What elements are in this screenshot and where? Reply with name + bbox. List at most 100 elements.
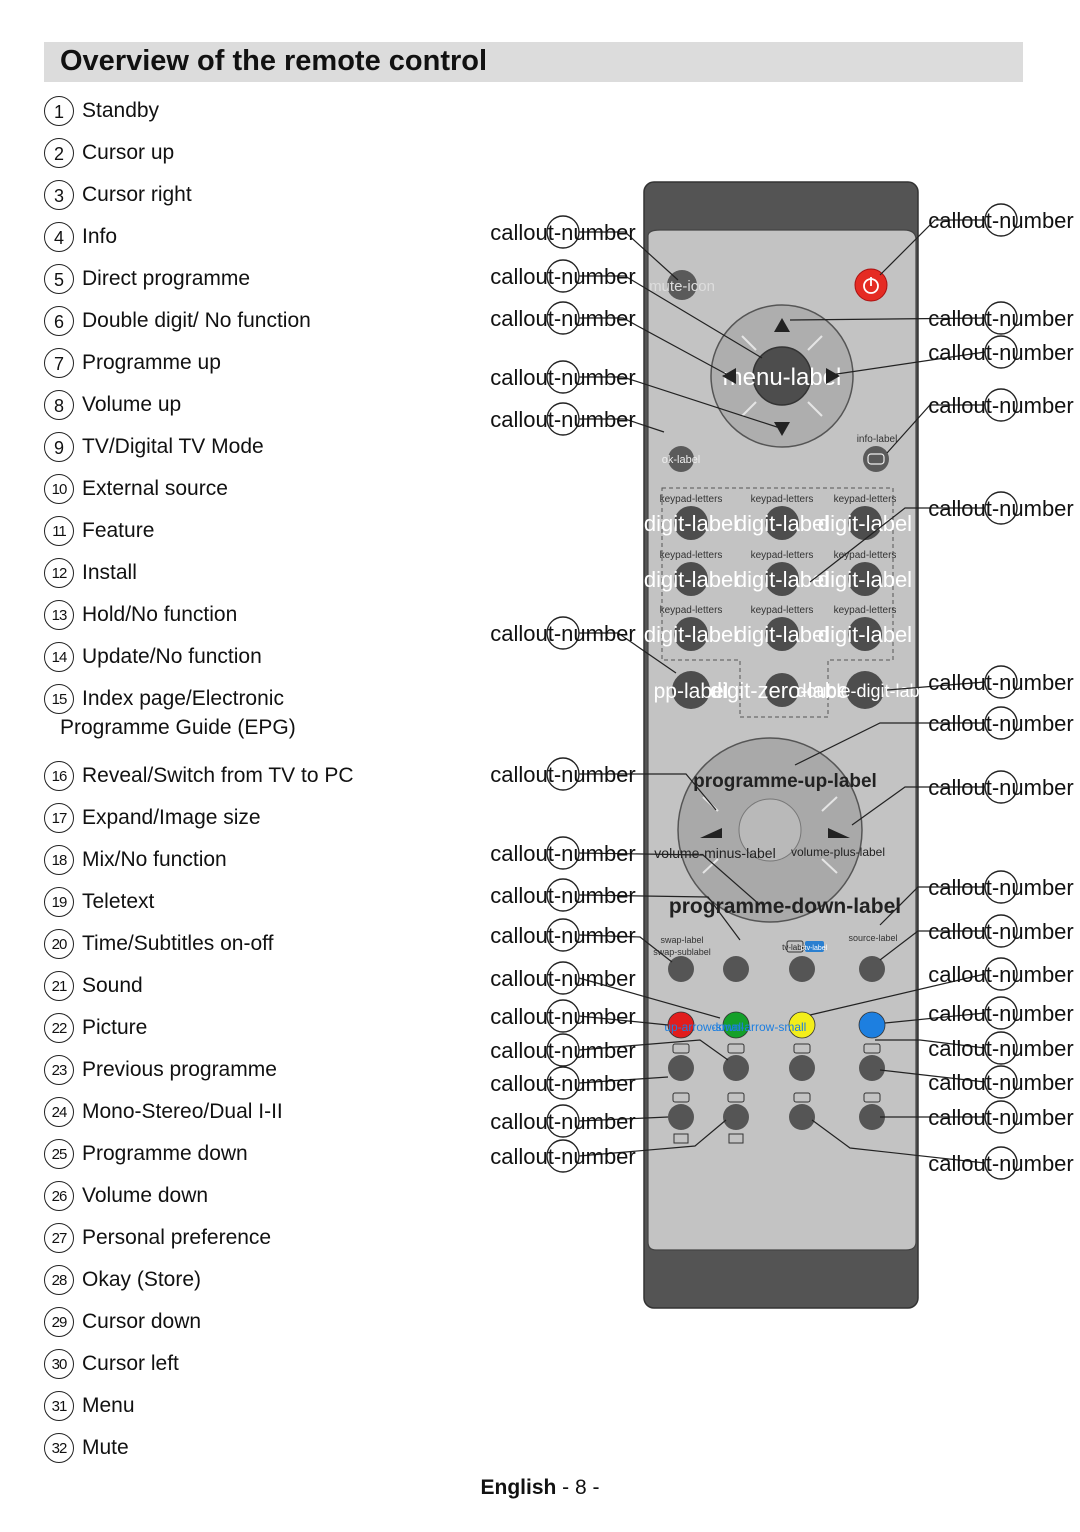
GHI: keypad-letters (834, 494, 897, 505)
STU: keypad-letters (660, 605, 723, 616)
30: callout-number (490, 306, 636, 331)
callout-leader (578, 894, 741, 941)
legend-label: Double digit/ No function (82, 309, 311, 332)
callout-circle (546, 215, 580, 249)
0: digit-zero-label (710, 678, 854, 703)
callout-leader (811, 1119, 986, 1164)
12: callout-number (928, 1001, 1074, 1026)
digit-button (765, 506, 799, 540)
6: callout-number (928, 670, 1074, 695)
legend-number-badge: 22 (44, 1013, 74, 1043)
callout-leader (578, 1119, 727, 1157)
legend-number-badge: 19 (44, 887, 74, 917)
9: callout-number (928, 875, 1074, 900)
24: callout-number (490, 883, 636, 908)
function-button (723, 956, 749, 982)
ok-button (668, 446, 694, 472)
5: callout-number (928, 496, 1074, 521)
+: volume-plus-label (791, 845, 885, 859)
nav-ring-divider (807, 335, 823, 351)
legend-label: Picture (82, 1016, 148, 1039)
2: callout-number (928, 306, 1074, 331)
callout-circle (546, 259, 580, 293)
callout-leader (578, 977, 721, 1019)
teletext-button (789, 1104, 815, 1130)
legend-label: Mono-Stereo/Dual I-II (82, 1100, 283, 1123)
legend-number-badge: 14 (44, 642, 74, 672)
DTV: dtv-label (801, 945, 828, 952)
wheel-center (738, 798, 802, 862)
callout-leader (851, 786, 985, 826)
callout-leader (884, 1012, 986, 1024)
digit-button (765, 562, 799, 596)
9: digit-label (818, 622, 912, 647)
info-button (863, 446, 889, 472)
menu-button (752, 346, 812, 406)
▲: up-arrow-small (664, 1020, 743, 1034)
dtv-box (805, 941, 824, 952)
callout-leader (875, 1039, 986, 1049)
callout-circle (546, 1139, 580, 1173)
-/--: double-digit-label (796, 681, 933, 701)
legend-number-badge: 16 (44, 761, 74, 791)
callout-circle (546, 1104, 580, 1138)
callout-leader (879, 886, 985, 926)
legend-number-badge: 12 (44, 558, 74, 588)
teletext-button (723, 1055, 749, 1081)
callout-circle (984, 996, 1018, 1030)
P -: programme-down-label (669, 895, 901, 918)
26: callout-number (490, 762, 636, 787)
callout-leader (579, 275, 763, 359)
teletext-icon (793, 1043, 811, 1054)
1: callout-number (928, 208, 1074, 233)
16: callout-number (928, 1151, 1074, 1176)
digit-button (848, 562, 882, 596)
cursor-left-arrow (722, 368, 736, 384)
legend-number-badge: 21 (44, 971, 74, 1001)
legend-number-badge: 24 (44, 1097, 74, 1127)
M: menu-label (723, 364, 842, 391)
callout-circle (984, 706, 1018, 740)
callout-leader (579, 773, 717, 811)
callout-circle (546, 402, 580, 436)
legend-label: Okay (Store) (82, 1268, 202, 1291)
callout-leader (579, 317, 729, 376)
callout-leader (809, 507, 985, 583)
legend-label: Cursor right (82, 183, 192, 206)
nav-ring-divider (807, 401, 823, 417)
page-title: Overview of the remote control (60, 45, 488, 77)
callout-circle (546, 999, 580, 1033)
callout-circle (546, 961, 580, 995)
legend-label: Direct programme (82, 267, 251, 290)
4: callout-number (928, 393, 1074, 418)
SWAP: swap-label (660, 935, 703, 945)
legend-label: Update/No function (82, 645, 262, 668)
callout-leader (579, 376, 781, 429)
8: digit-label (735, 622, 829, 647)
PP: pp-label (654, 680, 729, 703)
colour-button (722, 1011, 750, 1039)
legend-label: Mix/No function (82, 848, 227, 871)
legend-label: Install (82, 561, 137, 584)
legend-label: Cursor down (82, 1310, 202, 1333)
legend-label: Standby (82, 99, 160, 122)
callout-circle (984, 957, 1018, 991)
INFO: info-label (857, 434, 898, 445)
legend-number-badge: 25 (44, 1139, 74, 1169)
28: callout-number (490, 407, 636, 432)
callout-circle (984, 1100, 1018, 1134)
legend-number-badge: 18 (44, 845, 74, 875)
legend-number-badge: 27 (44, 1223, 74, 1253)
legend-number-badge: 5 (44, 264, 74, 294)
